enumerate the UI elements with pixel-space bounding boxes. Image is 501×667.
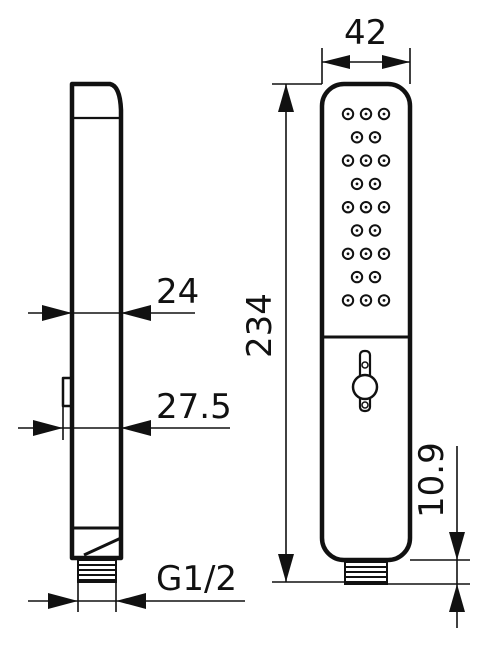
dimension-total-length: 234 xyxy=(240,83,345,583)
nozzle-center xyxy=(382,205,386,209)
nozzle-center xyxy=(382,112,386,116)
nozzle-center xyxy=(346,205,350,209)
nozzle-center xyxy=(373,275,377,279)
dimension-label-24: 24 xyxy=(156,272,199,312)
side-view-bottom-wedge xyxy=(72,526,122,557)
dimension-depth-button: 27.5 xyxy=(18,387,232,440)
nozzle-center xyxy=(355,229,359,232)
front-view: 42 234 10.9 xyxy=(240,13,470,628)
nozzle-center xyxy=(346,252,350,256)
dimension-connector-height: 10.9 xyxy=(387,442,470,628)
dimension-depth-top: 24 xyxy=(28,272,199,321)
front-view-connector-threads xyxy=(345,566,387,583)
nozzle-center xyxy=(346,112,350,116)
nozzle-center xyxy=(364,205,368,209)
side-view-button xyxy=(61,376,74,408)
dimension-label-27-5: 27.5 xyxy=(156,387,232,427)
nozzle-center xyxy=(346,299,350,302)
side-view: 24 27.5 G1/2 xyxy=(18,81,245,612)
front-view-button xyxy=(351,349,379,413)
nozzle-center xyxy=(382,299,386,302)
nozzle-center xyxy=(364,299,368,302)
nozzle-center xyxy=(373,229,377,232)
nozzle-center xyxy=(364,252,368,256)
nozzle-center xyxy=(355,135,359,139)
nozzle-center xyxy=(346,159,350,163)
nozzle-center xyxy=(364,112,368,116)
nozzle-center xyxy=(373,135,377,139)
nozzle-pattern xyxy=(341,107,391,307)
nozzle-center xyxy=(382,159,386,163)
nozzle-center xyxy=(364,159,368,163)
dimension-label-g1-2: G1/2 xyxy=(156,559,237,599)
nozzle-center xyxy=(355,182,359,186)
side-view-body-outline xyxy=(69,81,124,561)
dimension-head-width: 42 xyxy=(321,13,411,84)
front-view-body-outline xyxy=(319,81,413,563)
dimension-label-42: 42 xyxy=(344,13,387,53)
dimension-thread: G1/2 xyxy=(28,559,245,612)
side-view-connector-threads xyxy=(78,564,116,581)
dimension-label-10-9: 10.9 xyxy=(412,442,452,518)
nozzle-center xyxy=(355,275,359,279)
nozzle-center xyxy=(373,182,377,186)
dimension-label-234: 234 xyxy=(240,293,280,358)
nozzle-center xyxy=(382,252,386,256)
